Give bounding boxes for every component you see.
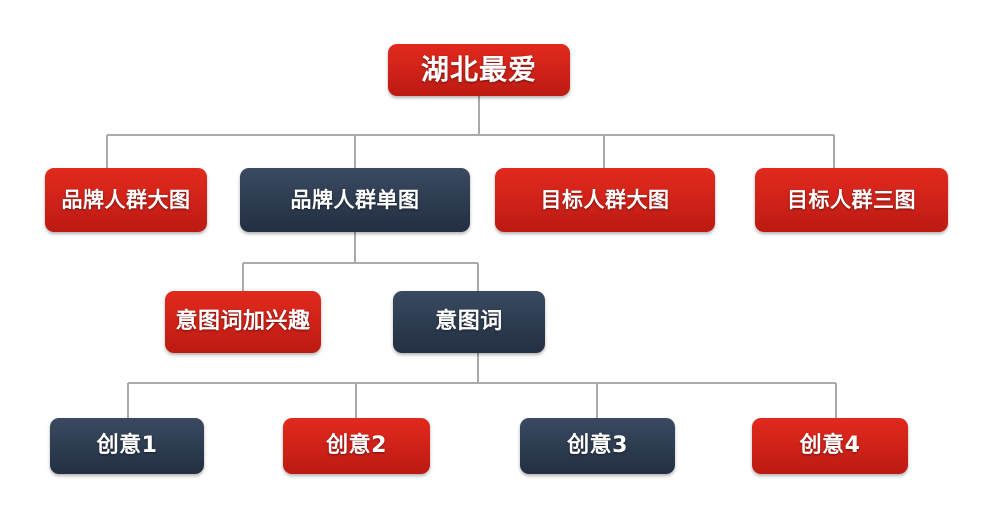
- node-intent-word-interest[interactable]: 意图词加兴趣: [165, 291, 321, 353]
- node-brand-crowd-single-label: 品牌人群单图: [290, 187, 420, 212]
- node-creative-2-label: 创意2: [326, 433, 387, 459]
- node-creative-1-label: 创意1: [96, 433, 158, 459]
- node-brand-crowd-single[interactable]: 品牌人群单图: [240, 168, 470, 232]
- node-creative-4[interactable]: 创意4: [752, 418, 908, 474]
- node-intent-word[interactable]: 意图词: [393, 291, 545, 353]
- node-target-crowd-big-label: 目标人群大图: [540, 187, 670, 212]
- node-brand-crowd-big-label: 品牌人群大图: [61, 187, 191, 212]
- node-creative-1[interactable]: 创意1: [50, 418, 204, 474]
- node-creative-3-label: 创意3: [567, 433, 628, 459]
- node-brand-crowd-big[interactable]: 品牌人群大图: [45, 168, 207, 232]
- node-creative-3[interactable]: 创意3: [520, 418, 675, 474]
- node-intent-word-label: 意图词: [435, 309, 503, 335]
- node-root[interactable]: 湖北最爱: [388, 44, 570, 96]
- node-creative-4-label: 创意4: [799, 433, 861, 459]
- node-creative-2[interactable]: 创意2: [283, 418, 430, 474]
- node-target-crowd-big[interactable]: 目标人群大图: [495, 168, 715, 232]
- node-target-crowd-three-label: 目标人群三图: [787, 187, 916, 212]
- node-target-crowd-three[interactable]: 目标人群三图: [755, 168, 948, 232]
- node-root-label: 湖北最爱: [420, 53, 537, 87]
- node-intent-word-interest-label: 意图词加兴趣: [175, 309, 311, 335]
